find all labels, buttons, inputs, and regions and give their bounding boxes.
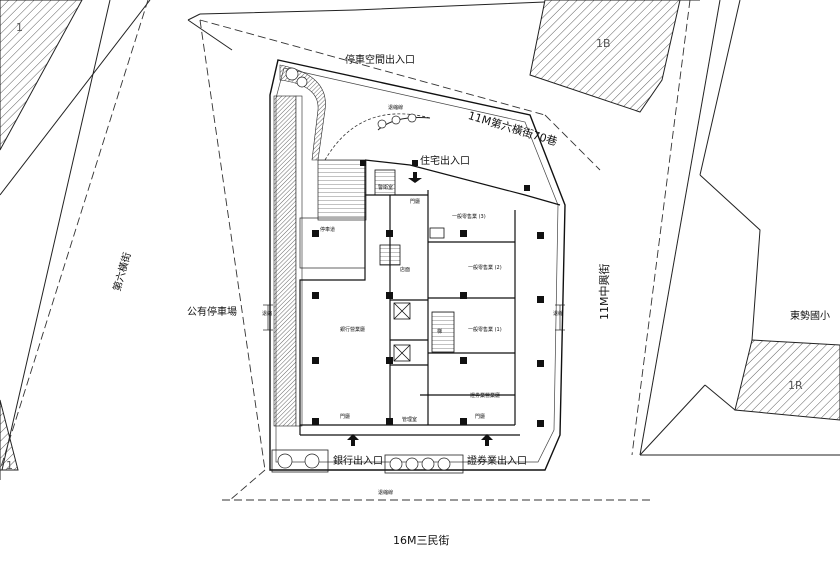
neighbor-label-top-left: 1	[16, 21, 23, 34]
neighbor-building-top-left	[0, 0, 83, 151]
entry-right-label: 門廳	[475, 414, 486, 420]
parking-entrance-label: 停車空間出入口	[345, 55, 415, 66]
shop-label: 店面	[400, 267, 411, 273]
residential-entrance-label: 住宅出入口	[420, 156, 470, 167]
neighbor-label-top-right: 1B	[596, 37, 611, 50]
setback-right-label: 退縮	[553, 311, 564, 317]
guard-label: 警衛室	[378, 185, 394, 191]
setback-bottom-label: 退縮線	[378, 490, 394, 496]
entry-left-label: 門廳	[340, 414, 351, 420]
setback-left-label: 退縮	[262, 311, 273, 317]
bank-entrance-label: 銀行出入口	[333, 456, 383, 467]
neighbor-label-bottom-right: 1R	[788, 379, 803, 392]
management-label: 管理室	[402, 417, 418, 423]
setback-top-label: 退縮線	[388, 105, 404, 111]
site-outline	[269, 59, 566, 471]
left-planting-strip	[273, 95, 297, 427]
columns	[312, 160, 544, 427]
unit-1-label: 一般零售業 (1)	[468, 327, 502, 333]
securities-entrance-label: 證券業出入口	[467, 456, 527, 467]
elevator-cores	[374, 169, 455, 362]
road-centerlines	[0, 0, 691, 501]
street-bottom-label: 16M三民街	[393, 534, 450, 547]
unit-3-label: 一般零售業 (3)	[452, 214, 486, 220]
street-right-label: 11M中興街	[598, 263, 611, 321]
school-label: 東勢國小	[790, 311, 830, 322]
securities-hall-label: 證券業營業廳	[470, 393, 501, 399]
property-lines	[0, 0, 840, 480]
unit-2-label: 一般零售業 (2)	[468, 265, 502, 271]
right-side-marker	[263, 304, 565, 331]
neighbor-building-bottom-right	[734, 339, 840, 421]
neighbor-building-bottom-left	[0, 399, 19, 471]
parking-ramp-path	[299, 217, 366, 269]
stair-label: 梯	[437, 329, 443, 335]
stair-ramp	[317, 159, 367, 221]
bottom-planter-center	[384, 454, 464, 474]
building-walls	[299, 159, 561, 436]
bank-hall-label: 銀行營業廳	[340, 327, 366, 333]
hall-label: 門廳	[410, 199, 421, 205]
neighbor-label-bottom-left: 1	[6, 459, 13, 472]
bottom-planter-left	[271, 449, 329, 473]
parking-ramp-label: 停車道	[320, 227, 336, 233]
neighbor-building-top-right	[529, 0, 681, 113]
parking-area-label: 公有停車場	[187, 307, 237, 318]
left-walk-strip	[295, 95, 303, 427]
trees	[277, 67, 451, 471]
entrance-arrows	[347, 172, 493, 446]
